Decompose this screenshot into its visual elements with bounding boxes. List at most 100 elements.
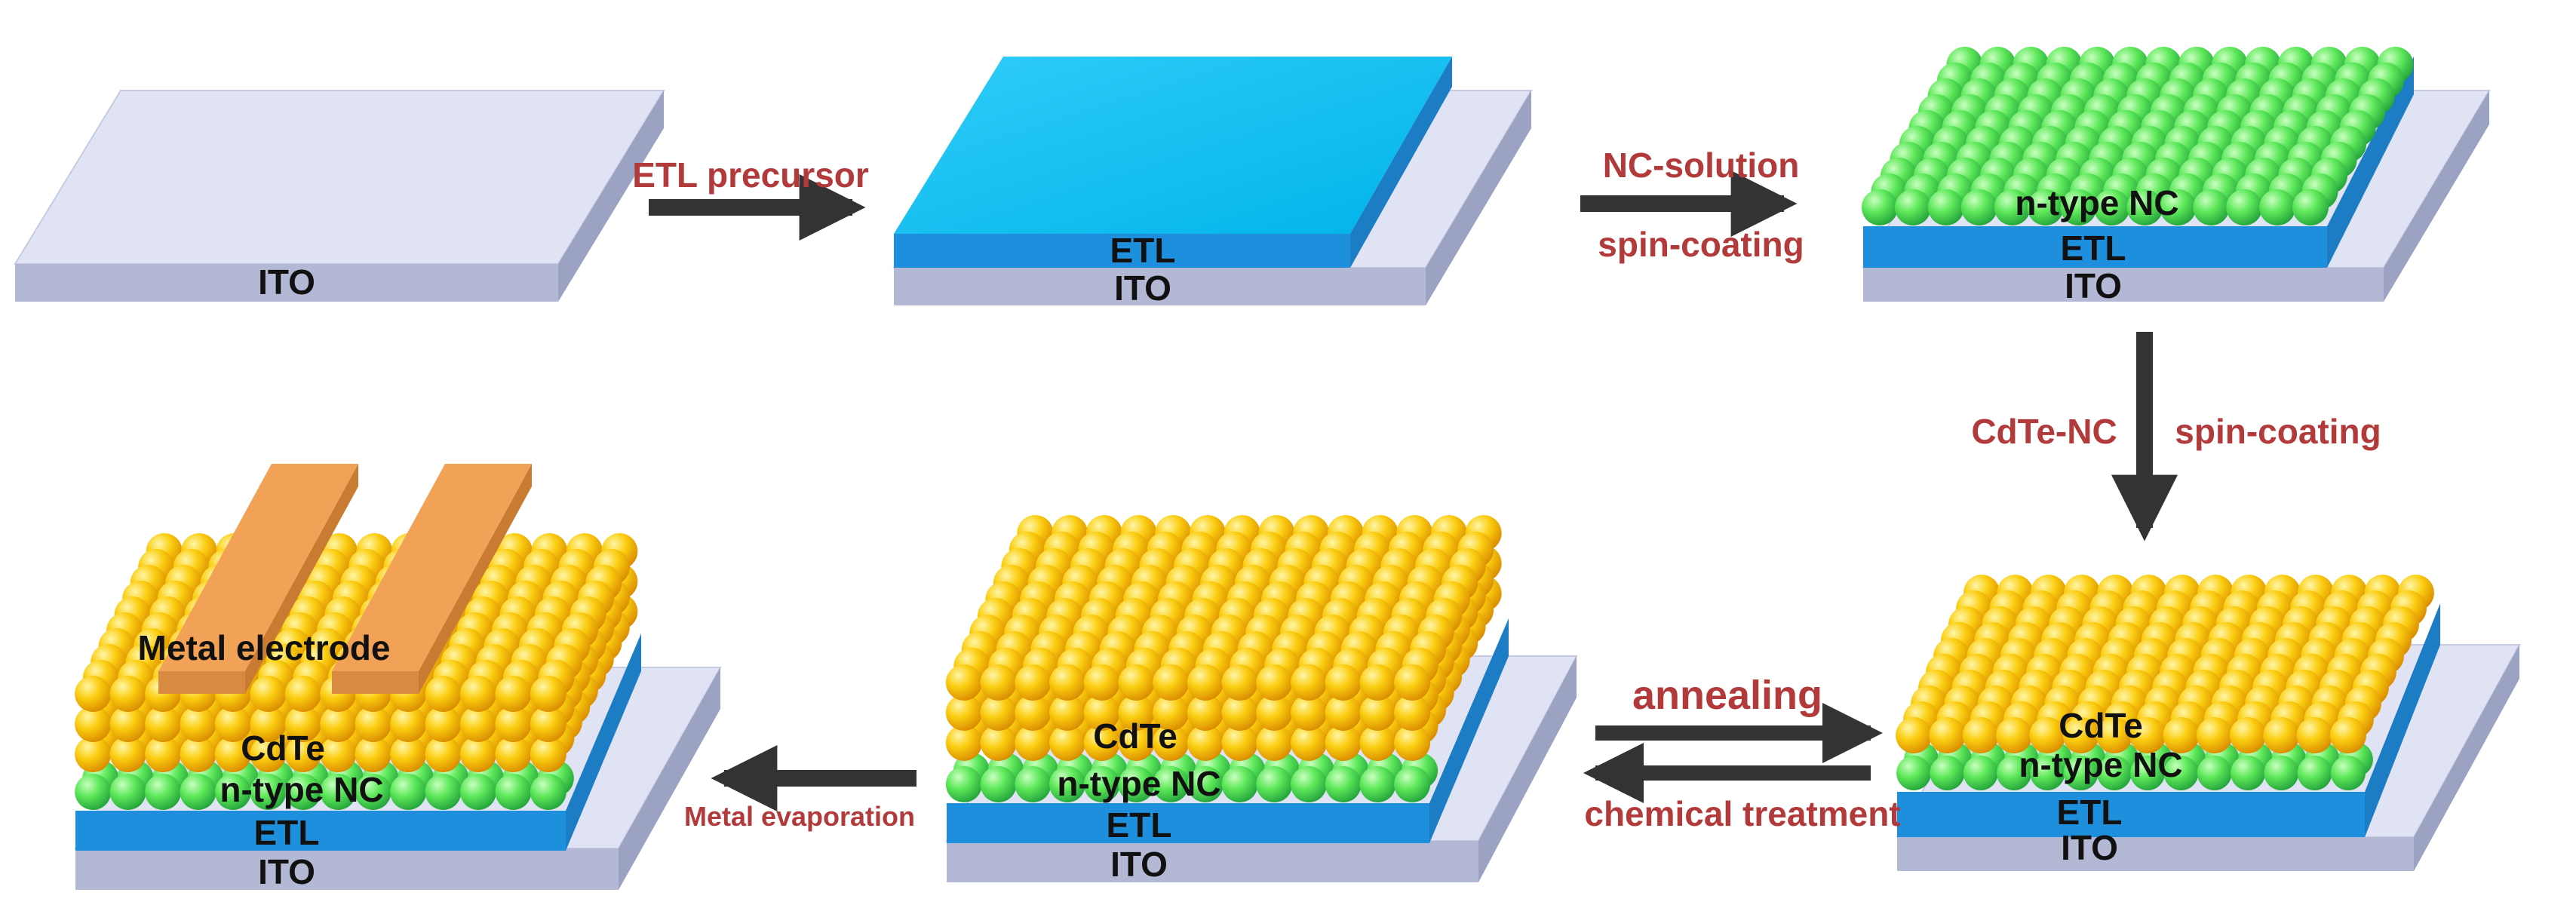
nanocrystal-particle — [355, 774, 391, 810]
nanocrystal-particle — [250, 736, 287, 772]
nanocrystal-particle — [145, 706, 182, 742]
nanocrystal-particle — [75, 774, 112, 810]
nanocrystal-particle — [1083, 766, 1120, 802]
nanocrystal-particle — [1153, 766, 1190, 802]
nanocrystal-particle — [284, 774, 321, 810]
etl-label-6: ETL — [254, 813, 320, 852]
etl-label-2: ETL — [1110, 231, 1176, 270]
nanocrystal-particle — [2297, 756, 2332, 790]
cdte-label-6: CdTe — [241, 728, 325, 768]
nanocrystal-particle — [425, 706, 462, 742]
ito-label-2: ITO — [1114, 268, 1171, 308]
ito-label-5: ITO — [1110, 845, 1168, 884]
ntype-label-3: n-type NC — [2015, 183, 2178, 222]
metal-electrode-strip-2 — [332, 464, 532, 694]
nanocrystal-particle — [425, 676, 462, 712]
ito-side-face — [1478, 656, 1577, 882]
etl-label-5: ETL — [1107, 805, 1172, 845]
nanocrystal-particle — [1049, 766, 1085, 802]
step-spin-coating-2-label: spin-coating — [2175, 412, 2381, 451]
ito-label-1: ITO — [258, 262, 315, 302]
nanocrystal-particle — [425, 774, 462, 810]
ntype-nc-particle-layer — [1862, 47, 2414, 225]
nanocrystal-particle — [980, 695, 1017, 731]
nanocrystal-particle — [1118, 695, 1155, 731]
nanocrystal-particle — [2264, 756, 2299, 790]
nanocrystal-particle — [1325, 766, 1362, 802]
nanocrystal-particle — [1896, 717, 1933, 753]
ito-side-face — [2384, 90, 2489, 302]
nanocrystal-particle — [1153, 725, 1190, 761]
nanocrystal-particle — [2330, 756, 2366, 790]
ito-front-face — [15, 264, 558, 302]
nanocrystal-particle — [1927, 189, 1964, 225]
nanocrystal-particle — [1118, 766, 1155, 802]
etl-side-face — [1350, 57, 1452, 268]
nanocrystal-particle — [459, 736, 496, 772]
nanocrystal-particle — [2029, 717, 2066, 753]
etl-front-face — [947, 803, 1429, 843]
etl-side-face — [2365, 603, 2440, 837]
nanocrystal-particle — [2130, 756, 2166, 790]
metal-electrode-label: Metal electrode — [138, 628, 391, 667]
nanocrystal-particle — [284, 676, 321, 712]
nanocrystal-particle — [945, 766, 982, 802]
nanocrystal-particle — [2093, 189, 2130, 225]
nanocrystal-particle — [495, 736, 532, 772]
nanocrystal-particle — [1291, 766, 1327, 802]
nanocrystal-particle — [180, 774, 216, 810]
nanocrystal-particle — [1325, 664, 1362, 701]
nanocrystal-particle — [1994, 189, 2031, 225]
nanocrystal-particle — [1394, 766, 1431, 802]
nanocrystal-particle — [2062, 717, 2099, 753]
ntype-label-4: n-type NC — [2019, 745, 2182, 784]
nanocrystal-particle — [355, 736, 391, 772]
etl-side-face — [2327, 57, 2414, 268]
arrow-metal-evaporation: Metal evaporation — [684, 745, 916, 832]
etl-side-face — [566, 633, 641, 851]
nanocrystal-particle — [1187, 695, 1224, 731]
nanocrystal-particle — [284, 736, 321, 772]
nanocrystal-particle — [2231, 756, 2265, 790]
nanocrystal-particle — [459, 706, 496, 742]
nanocrystal-particle — [1325, 725, 1362, 761]
etl-front-face — [75, 811, 566, 851]
nanocrystal-particle — [1256, 766, 1293, 802]
nanocrystal-particle — [530, 676, 566, 712]
cdte-label-4: CdTe — [2059, 706, 2143, 745]
etl-side-face — [1429, 618, 1509, 843]
nanocrystal-particle — [1083, 725, 1120, 761]
nanocrystal-particle — [1221, 695, 1258, 731]
nanocrystal-particle — [2163, 717, 2200, 753]
nanocrystal-particle — [1083, 664, 1120, 701]
nanocrystal-particle — [1187, 766, 1224, 802]
nanocrystal-particle — [1929, 717, 1966, 753]
etl-label-3: ETL — [2061, 229, 2126, 268]
nanocrystal-particle — [1049, 695, 1085, 731]
nanocrystal-particle — [2263, 717, 2300, 753]
nanocrystal-particle — [1359, 725, 1396, 761]
nanocrystal-particle — [945, 664, 982, 701]
cdte-nc-particle-layer — [1896, 575, 2434, 753]
cdte-nc-particle-layer — [945, 515, 1502, 761]
nanocrystal-particle — [530, 774, 566, 810]
ito-front-face — [894, 268, 1426, 305]
ntype-nc-particle-layer — [1896, 742, 2373, 790]
ito-label-3: ITO — [2065, 266, 2122, 305]
nanocrystal-particle — [495, 774, 532, 810]
arrow-etl-precursor: ETL precursor — [632, 155, 869, 241]
nanocrystal-particle — [1187, 664, 1224, 701]
nanocrystal-particle — [109, 676, 146, 712]
nanocrystal-particle — [530, 736, 566, 772]
nanocrystal-particle — [1996, 717, 2032, 753]
nanocrystal-particle — [1015, 695, 1052, 731]
nanocrystal-particle — [1221, 725, 1258, 761]
nanocrystal-particle — [1359, 766, 1396, 802]
nanocrystal-particle — [495, 676, 532, 712]
nanocrystal-particle — [459, 676, 496, 712]
ito-side-face — [558, 90, 664, 302]
